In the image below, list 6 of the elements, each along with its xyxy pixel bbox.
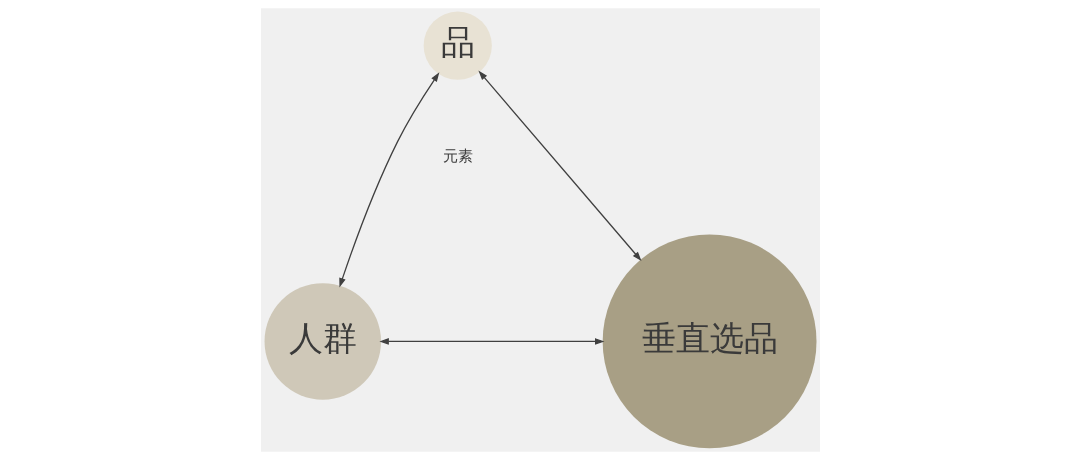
arrow	[338, 72, 439, 288]
arrow	[378, 338, 604, 345]
label: 元素	[442, 146, 473, 165]
arrow	[477, 70, 642, 262]
node-circle: 垂直选品	[602, 234, 816, 449]
node-circle: 人群	[264, 283, 381, 400]
